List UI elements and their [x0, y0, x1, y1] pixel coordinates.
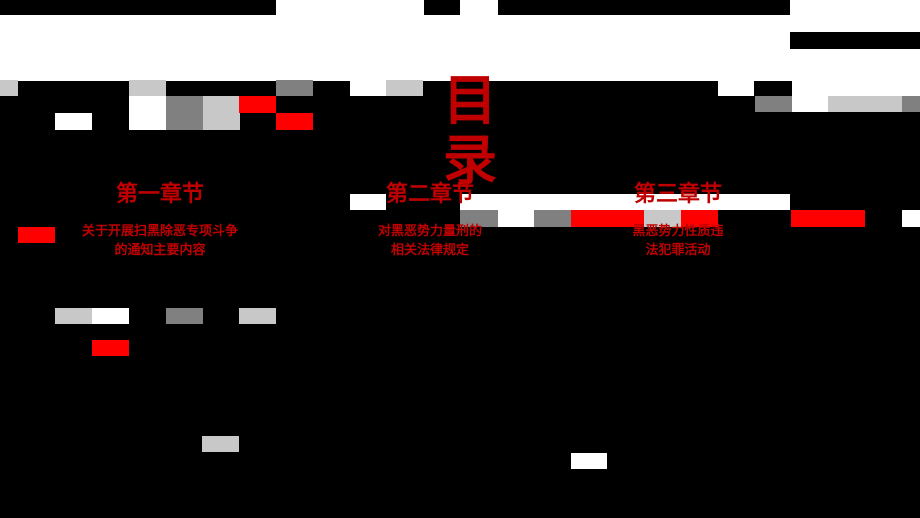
glitch-block — [571, 210, 644, 227]
chapter-1-description: 关于开展扫黑除恶专项斗争 的通知主要内容 — [45, 222, 275, 260]
glitch-block — [902, 210, 920, 227]
glitch-block — [18, 227, 55, 243]
glitch-block — [386, 80, 423, 96]
glitch-block — [202, 436, 239, 452]
chapter-2[interactable]: 第二章节 对黑恶势力量刑的 相关法律规定 — [315, 180, 545, 260]
chapter-3-desc-line-1: 黑恶势力性质违 — [632, 224, 724, 239]
glitch-block — [755, 96, 792, 112]
glitch-block — [460, 0, 498, 16]
glitch-block — [534, 210, 571, 227]
toc-title-char-2: 录 — [443, 128, 497, 192]
glitch-block — [92, 340, 129, 356]
chapter-3-desc-line-2: 法犯罪活动 — [645, 243, 711, 258]
glitch-block — [644, 210, 681, 227]
chapter-3[interactable]: 第三章节 黑恶势力性质违 法犯罪活动 — [563, 180, 793, 260]
glitch-block — [350, 194, 386, 210]
glitch-block — [239, 96, 276, 113]
chapter-1-desc-line-1: 关于开展扫黑除恶专项斗争 — [81, 224, 238, 239]
chapter-3-description: 黑恶势力性质违 法犯罪活动 — [563, 222, 793, 260]
glitch-block — [460, 194, 790, 210]
glitch-block — [902, 96, 920, 112]
glitch-block — [718, 80, 754, 96]
glitch-block — [276, 80, 313, 96]
glitch-block — [790, 0, 920, 16]
chapter-2-desc-line-2: 相关法律规定 — [390, 243, 469, 258]
glitch-band-top — [0, 15, 920, 81]
glitch-block — [791, 210, 865, 227]
glitch-block — [129, 80, 166, 96]
glitch-block — [276, 113, 313, 130]
glitch-block — [239, 308, 276, 324]
glitch-block — [166, 96, 203, 130]
glitch-block — [166, 308, 203, 324]
glitch-block — [792, 80, 920, 96]
glitch-block — [203, 96, 240, 130]
glitch-block — [55, 113, 92, 130]
chapter-1[interactable]: 第一章节 关于开展扫黑除恶专项斗争 的通知主要内容 — [45, 180, 275, 260]
glitch-block — [571, 453, 607, 469]
glitch-block — [0, 80, 18, 96]
chapter-2-desc-line-1: 对黑恶势力量刑的 — [377, 224, 482, 239]
glitch-block — [498, 210, 534, 227]
glitch-block — [792, 96, 828, 112]
glitch-block — [790, 32, 920, 49]
glitch-block — [681, 210, 718, 227]
glitch-block — [828, 96, 902, 112]
chapter-1-heading: 第一章节 — [115, 182, 204, 207]
chapter-2-description: 对黑恶势力量刑的 相关法律规定 — [315, 222, 545, 260]
glitch-block — [276, 0, 424, 16]
glitch-block — [350, 80, 386, 96]
chapter-2-heading: 第二章节 — [385, 182, 474, 207]
glitch-block — [92, 308, 129, 324]
chapter-3-heading: 第三章节 — [633, 182, 722, 207]
glitch-block — [460, 210, 498, 227]
chapter-1-desc-line-2: 的通知主要内容 — [114, 243, 206, 258]
glitch-block — [129, 96, 166, 130]
toc-title-char-1: 目 — [443, 68, 497, 132]
toc-title: 目 录 — [440, 70, 500, 190]
glitch-block — [55, 308, 92, 324]
